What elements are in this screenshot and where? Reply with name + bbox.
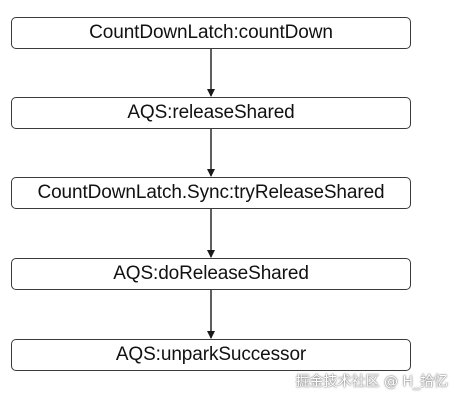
- flow-node-aqs-unparksuccessor: AQS:unparkSuccessor: [11, 339, 411, 371]
- watermark: 掘金技术社区 @ H_拾忆: [295, 374, 448, 390]
- flow-node-aqs-doreleaseshared: AQS:doReleaseShared: [11, 258, 411, 290]
- flow-node-sync-tryreleaseshared: CountDownLatch.Sync:tryReleaseShared: [11, 177, 411, 209]
- flow-node-aqs-releaseshared: AQS:releaseShared: [11, 97, 411, 129]
- flow-node-countdownlatch-countdown: CountDownLatch:countDown: [11, 17, 411, 49]
